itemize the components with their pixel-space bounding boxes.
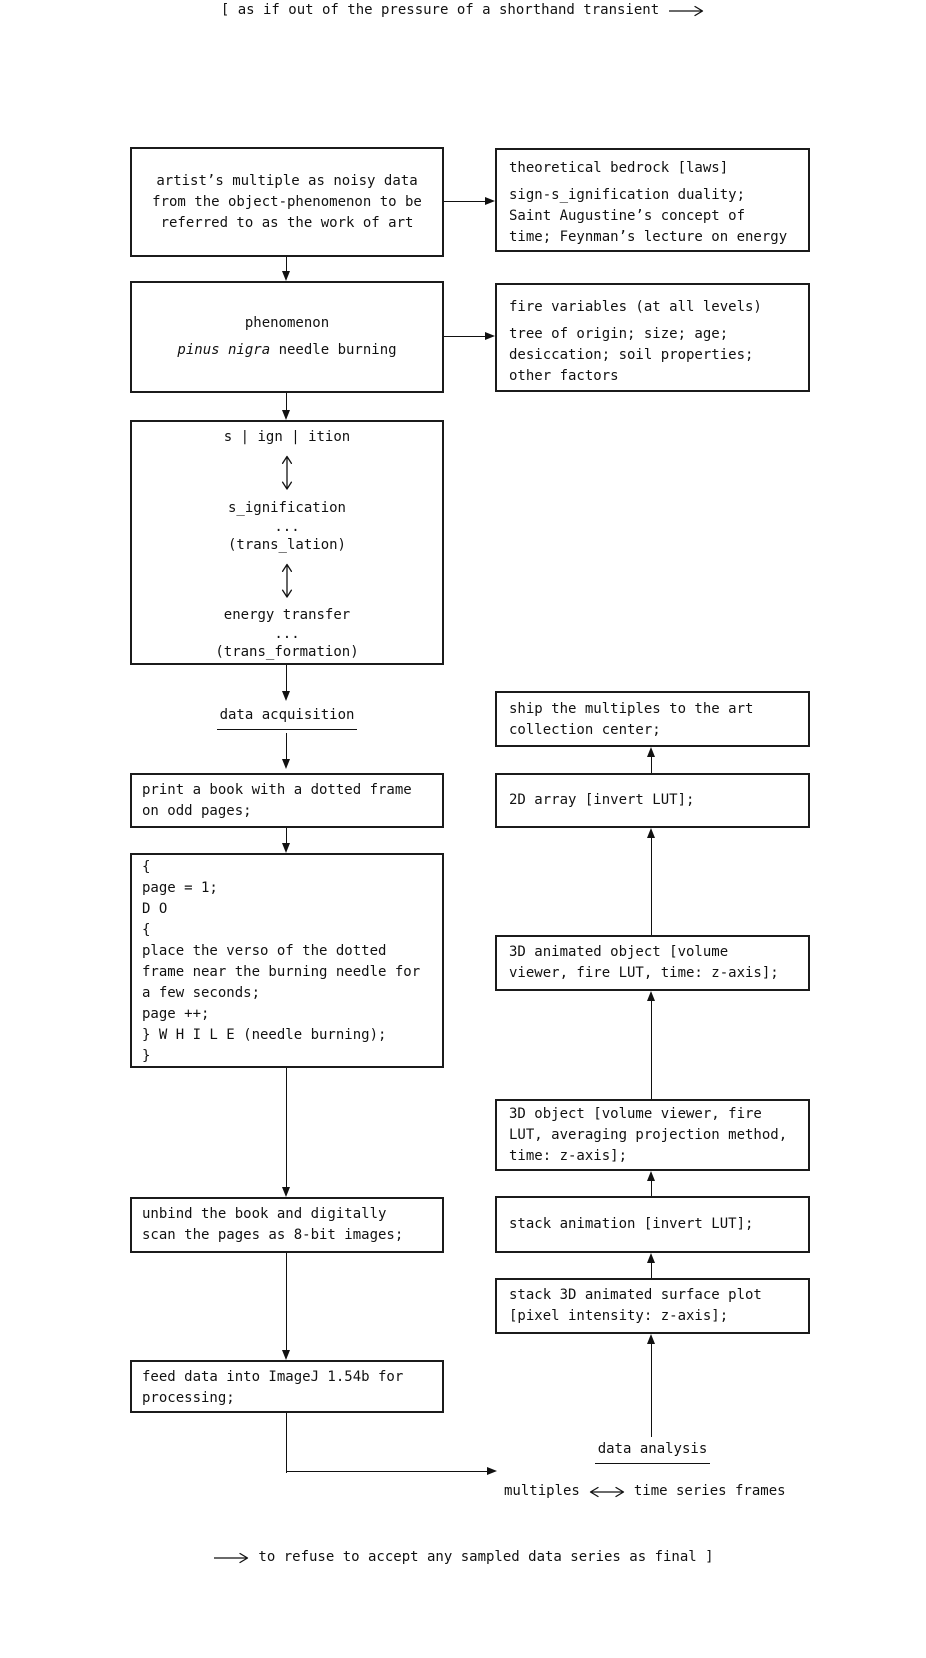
phenomenon-box: phenomenon pinus nigra needle burning bbox=[130, 281, 444, 393]
arrow-artist-to-bedrock-head bbox=[485, 197, 495, 205]
artist-multiple-box: artist’s multiple as noisy data from the… bbox=[130, 147, 444, 257]
signition-box: s | ign | ition s_ignification ... (tran… bbox=[130, 420, 444, 665]
arrow-unbind-to-feed bbox=[286, 1253, 287, 1352]
arrow-stackanim-to-3dobject-head bbox=[647, 1171, 655, 1181]
arrow-stacksurface-to-stackanim-head bbox=[647, 1253, 655, 1263]
arrow-stacksurface-to-stackanim bbox=[651, 1262, 652, 1278]
arrow-code-to-unbind-head bbox=[282, 1187, 290, 1197]
pseudocode-text: { page = 1; D O { place the verso of the… bbox=[142, 859, 421, 1064]
arrow-phenomenon-to-fire bbox=[444, 336, 487, 337]
ellipsis-text: ... bbox=[274, 626, 300, 642]
fire-title: fire variables (at all levels) bbox=[509, 299, 762, 315]
arrow-analysis-to-stacksurface bbox=[651, 1343, 652, 1437]
arrow-acquisition-to-print-head bbox=[282, 759, 290, 769]
up-down-arrow-icon bbox=[281, 563, 293, 598]
multiples-text: multiples bbox=[504, 1483, 580, 1499]
arrow-print-to-code-head bbox=[282, 843, 290, 853]
arrow-code-to-unbind bbox=[286, 1068, 287, 1189]
long-right-arrow-icon bbox=[214, 1552, 249, 1563]
arrow-unbind-to-feed-head bbox=[282, 1350, 290, 1360]
arrow-signition-to-acquisition-head bbox=[282, 691, 290, 701]
arrow-print-to-code bbox=[286, 828, 287, 845]
3d-object-box: 3D object [volume viewer, fire LUT, aver… bbox=[495, 1099, 810, 1171]
phenomenon-subtitle-rest: needle burning bbox=[270, 342, 397, 358]
3d-animated-object-box: 3D animated object [volume viewer, fire … bbox=[495, 935, 810, 991]
up-down-arrow-icon bbox=[281, 455, 293, 490]
phenomenon-subtitle: pinus nigra needle burning bbox=[177, 340, 396, 361]
header-text: [ as if out of the pressure of a shortha… bbox=[220, 2, 660, 18]
signition-line: energy transfer bbox=[223, 607, 351, 623]
arrow-phenomenon-to-fire-head bbox=[485, 332, 495, 340]
artist-multiple-text: artist’s multiple as noisy data from the… bbox=[152, 172, 422, 231]
arrow-artist-to-phenomenon-head bbox=[282, 271, 290, 281]
species-name: pinus nigra bbox=[177, 342, 271, 358]
code-box: { page = 1; D O { place the verso of the… bbox=[130, 853, 444, 1068]
long-left-right-arrow-icon bbox=[589, 1486, 625, 1497]
unbind-scan-box: unbind the book and digitally scan the p… bbox=[130, 1197, 444, 1253]
arrow-feed-to-multiples-vertical bbox=[286, 1413, 287, 1473]
stack-surface-plot-box: stack 3D animated surface plot [pixel in… bbox=[495, 1278, 810, 1334]
bedrock-body: sign-s_ignification duality; Saint Augus… bbox=[509, 187, 788, 245]
arrow-feed-to-multiples-horizontal bbox=[286, 1471, 487, 1472]
fire-variables-box: fire variables (at all levels) tree of o… bbox=[495, 283, 810, 392]
arrow-acquisition-to-print bbox=[286, 733, 287, 761]
fire-body: tree of origin; size; age; desiccation; … bbox=[509, 326, 754, 384]
arrow-array2d-to-ship bbox=[651, 756, 652, 773]
arrow-3dobject-to-3danim bbox=[651, 1000, 652, 1099]
arrow-array2d-to-ship-head bbox=[647, 747, 655, 757]
header-line: [ as if out of the pressure of a shortha… bbox=[0, 0, 926, 21]
arrow-feed-to-multiples-head bbox=[487, 1467, 497, 1475]
signition-line: s | ign | ition bbox=[223, 429, 351, 445]
multiples-caption: multiples time series frames bbox=[504, 1481, 786, 1502]
phenomenon-title: phenomenon bbox=[244, 315, 330, 331]
arrow-artist-to-phenomenon bbox=[286, 257, 287, 273]
arrow-artist-to-bedrock bbox=[444, 201, 487, 202]
arrow-3danim-to-array2d-head bbox=[647, 828, 655, 838]
print-book-box: print a book with a dotted frame on odd … bbox=[130, 773, 444, 828]
ellipsis-text: ... bbox=[274, 518, 300, 535]
data-analysis-label: data analysis bbox=[495, 1439, 810, 1464]
arrow-stackanim-to-3dobject bbox=[651, 1180, 652, 1196]
imagej-feed-box: feed data into ImageJ 1.54b for processi… bbox=[130, 1360, 444, 1413]
footer-text: to refuse to accept any sampled data ser… bbox=[258, 1549, 714, 1565]
theoretical-bedrock-box: theoretical bedrock [laws] sign-s_ignifi… bbox=[495, 148, 810, 252]
arrow-phenomenon-to-signition-head bbox=[282, 410, 290, 420]
signition-line: (trans_lation) bbox=[227, 536, 346, 553]
2d-array-box: 2D array [invert LUT]; bbox=[495, 773, 810, 828]
long-right-arrow-icon bbox=[669, 5, 704, 16]
signition-line: s_ignification bbox=[227, 499, 346, 516]
footer-line: to refuse to accept any sampled data ser… bbox=[0, 1547, 926, 1568]
ship-multiples-box: ship the multiples to the art collection… bbox=[495, 691, 810, 747]
signition-line: (trans_formation) bbox=[215, 644, 359, 660]
data-acquisition-label: data acquisition bbox=[130, 705, 444, 730]
arrow-signition-to-acquisition bbox=[286, 665, 287, 693]
arrow-3danim-to-array2d bbox=[651, 837, 652, 935]
stack-animation-box: stack animation [invert LUT]; bbox=[495, 1196, 810, 1253]
time-series-text: time series frames bbox=[633, 1483, 786, 1499]
bedrock-title: theoretical bedrock [laws] bbox=[509, 160, 729, 176]
arrow-phenomenon-to-signition bbox=[286, 393, 287, 412]
arrow-analysis-to-stacksurface-head bbox=[647, 1334, 655, 1344]
arrow-3dobject-to-3danim-head bbox=[647, 991, 655, 1001]
